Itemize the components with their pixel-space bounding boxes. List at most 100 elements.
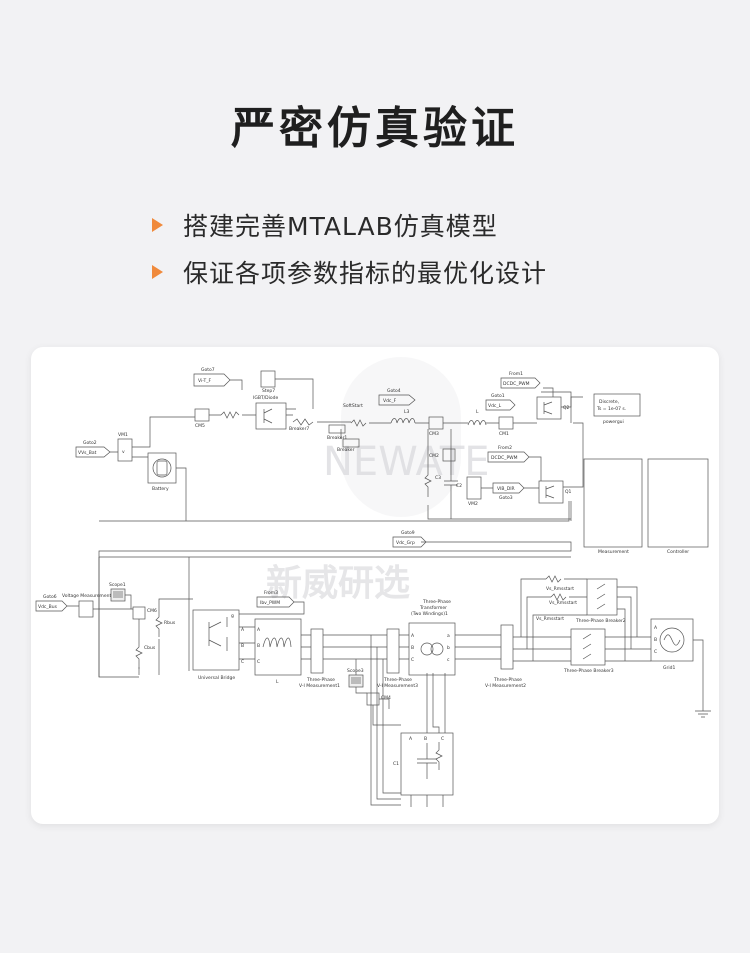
svg-text:From3: From3 [264, 590, 278, 596]
svg-text:Goto9: Goto9 [401, 530, 415, 536]
vi-measurement1-block: Three-Phase V-I Measurement1 [299, 628, 340, 689]
svg-text:IGBT/Diode: IGBT/Diode [253, 395, 278, 401]
goto2-block: Goto2 VVs_Bat [75, 440, 111, 458]
svg-text:DCDC_PWM: DCDC_PWM [503, 381, 530, 387]
svg-text:Vdc_Grp: Vdc_Grp [396, 540, 415, 546]
vi-measurement2-block: Three-Phase V-I Measurement2 [485, 624, 526, 689]
measurement-block: Measurement [583, 458, 643, 555]
svg-text:B: B [257, 643, 260, 649]
three-phase-breakers: Three-Phase Breaker2 Three-Phase Breaker… [536, 575, 626, 674]
svg-text:CM5: CM5 [195, 423, 205, 429]
svg-text:SoftStart: SoftStart [343, 403, 363, 409]
breaker7-block: Breaker7 [289, 418, 314, 432]
svg-text:A: A [409, 736, 413, 742]
from3-block: From3 Ibv_PWM [256, 590, 295, 608]
capacitors-dc: C3 C2 [424, 465, 462, 497]
svg-text:Scope3: Scope3 [347, 668, 364, 674]
from1-block: From1 DCDC_PWM [500, 371, 541, 389]
svg-text:Transformer: Transformer [419, 605, 447, 611]
svg-text:Q1: Q1 [565, 489, 572, 495]
grid-source-block: Grid1 [650, 618, 711, 718]
goto4-block: Goto4 Vdc_F [378, 388, 416, 406]
feature-text: 搭建完善MTALAB仿真模型 [183, 212, 498, 241]
svg-text:Discrete,: Discrete, [599, 399, 619, 405]
step7-block: Step7 IGBT/Diode [253, 370, 287, 430]
svg-text:From2: From2 [498, 445, 512, 451]
svg-text:CM6: CM6 [147, 608, 157, 614]
svg-text:Grid1: Grid1 [663, 665, 675, 671]
feature-item: 保证各项参数指标的最优化设计 [152, 250, 547, 294]
svg-text:Vdc_Bus: Vdc_Bus [38, 604, 58, 610]
svg-text:VM2: VM2 [468, 501, 478, 507]
q1-block: Q1 [538, 480, 572, 504]
watermark-cn-text: 新威研选 [266, 563, 410, 604]
svg-text:powergui: powergui [603, 419, 624, 425]
voltage-measurement-block: Voltage Measurement [62, 593, 111, 618]
powergui-block: Discrete, Ts = 1e-07 s. powergui [593, 393, 641, 425]
svg-text:B: B [654, 637, 657, 643]
svg-text:A: A [654, 625, 658, 631]
c1-capacitor-block: C1 A B C [393, 732, 454, 796]
svg-text:V-I Measurement3: V-I Measurement3 [377, 683, 418, 689]
svg-text:CM2: CM2 [429, 453, 439, 459]
svg-text:Vdc_F: Vdc_F [383, 398, 397, 404]
three-phase-transformer-block: Three-Phase Transformer (Two Windings)1 [408, 599, 456, 676]
svg-text:Vs_Rmsstart: Vs_Rmsstart [549, 600, 577, 606]
svg-text:Three-Phase: Three-Phase [422, 599, 451, 605]
scope1-block: Scope1 [109, 582, 126, 602]
svg-text:B: B [241, 643, 244, 649]
softstart-block: SoftStart L3 [343, 403, 416, 427]
svg-text:A: A [411, 633, 415, 639]
svg-text:VVs_Bat: VVs_Bat [78, 450, 97, 456]
svg-text:B: B [411, 645, 414, 651]
svg-text:Three-Phase: Three-Phase [493, 677, 522, 683]
svg-text:C: C [411, 657, 414, 663]
svg-text:Breaker7: Breaker7 [289, 426, 309, 432]
from2-block: From2 DCDC_PWM [487, 445, 530, 463]
svg-text:A: A [241, 627, 245, 633]
svg-text:C: C [257, 659, 260, 665]
svg-text:g: g [231, 614, 234, 619]
svg-text:Universal Bridge: Universal Bridge [198, 675, 235, 681]
svg-text:CM3: CM3 [429, 431, 439, 437]
svg-text:Measurement: Measurement [598, 549, 629, 555]
goto7-block: Goto7 Vi-T_F [193, 367, 231, 387]
svg-text:b: b [447, 645, 450, 651]
cm1-block: CM1 [498, 416, 514, 437]
svg-text:Goto2: Goto2 [83, 440, 97, 446]
cm5-block: CM5 [194, 408, 210, 429]
svg-text:Rbus: Rbus [164, 620, 176, 626]
svg-text:c: c [447, 658, 450, 663]
svg-text:Breaker: Breaker [337, 447, 355, 453]
svg-text:Goto3: Goto3 [499, 495, 513, 501]
svg-text:VM1: VM1 [118, 432, 128, 438]
svg-text:Three-Phase: Three-Phase [306, 677, 335, 683]
watermark-latin-text: NEWATE [323, 439, 490, 485]
svg-text:a: a [447, 634, 450, 639]
l-inductor-block: L [254, 618, 302, 685]
svg-text:Goto1: Goto1 [491, 393, 505, 399]
svg-text:V-I Measurement2: V-I Measurement2 [485, 683, 526, 689]
svg-text:VIB_DIR: VIB_DIR [497, 486, 515, 492]
cm2-block: CM2 [429, 448, 456, 462]
svg-text:L: L [276, 679, 279, 685]
svg-text:From1: From1 [509, 371, 523, 377]
svg-text:Ibv_PWM: Ibv_PWM [260, 600, 280, 606]
goto6-block: Goto6 Vdc_Bus [35, 594, 68, 612]
dc-bus-components: CM6 Rbus Cbus [132, 606, 176, 669]
svg-text:C: C [241, 659, 244, 665]
controller-block: Controller [647, 458, 709, 555]
svg-text:Vs_Rmsstart: Vs_Rmsstart [546, 586, 574, 592]
simulink-diagram: NEWATE 新威研选 Goto7 Vi-T_F Step7 IGBT/Diod… [35, 357, 711, 807]
feature-list: 搭建完善MTALAB仿真模型 保证各项参数指标的最优化设计 [152, 203, 547, 297]
svg-text:Three-Phase Breaker3: Three-Phase Breaker3 [563, 668, 614, 674]
svg-text:CM4: CM4 [381, 695, 391, 701]
svg-text:L: L [476, 409, 479, 415]
simulation-diagram-card: NEWATE 新威研选 Goto7 Vi-T_F Step7 IGBT/Diod… [31, 347, 719, 824]
svg-text:DCDC_PWM: DCDC_PWM [491, 455, 518, 461]
vm1-block: VM1 v [117, 432, 133, 462]
svg-text:Breaker1: Breaker1 [327, 435, 347, 441]
svg-text:v: v [122, 450, 125, 455]
svg-text:Step7: Step7 [262, 388, 275, 394]
svg-text:CM1: CM1 [499, 431, 509, 437]
